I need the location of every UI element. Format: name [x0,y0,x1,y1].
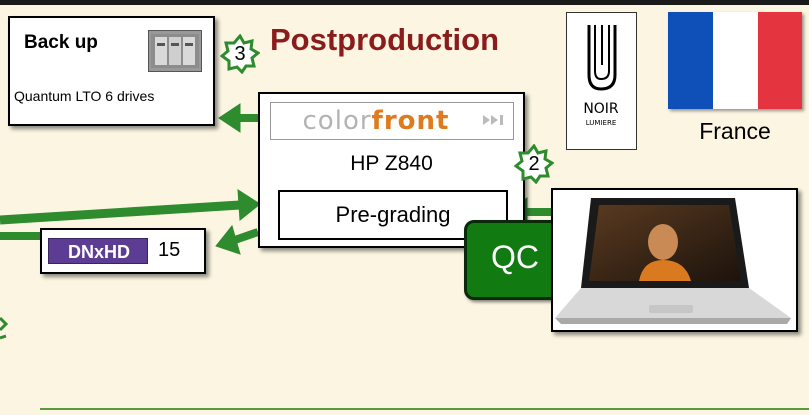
step-number: 3 [234,43,246,65]
colorfront-logo: colorfront [270,102,514,140]
logo-name: NOIR [583,101,619,117]
pre-grading-label: Pre-grading [335,202,451,227]
page-title: Postproduction [270,22,500,57]
star-icon [220,34,260,74]
codec-name: DNxHD [67,242,130,262]
backup-box: Back up Quantum LTO 6 drives [8,16,215,126]
laptop-image [551,188,798,332]
workstation-model: HP Z840 [350,152,433,175]
step-number: 2 [528,153,540,175]
arrow-to-backup-head [218,103,241,133]
qc-badge: QC [464,220,566,300]
top-border [0,0,809,5]
arrow-from-left [0,200,241,225]
dnxhd-logo: DNxHD [48,238,148,264]
colorfront-logo-part1: color [302,106,372,136]
codec-box: DNxHD 15 [40,228,206,274]
qc-label: QC [491,239,539,275]
codec-value: 15 [158,239,181,261]
bottom-divider [40,408,809,410]
arrow-to-codec-head [215,224,241,255]
star-icon [514,144,554,184]
flag-stripe-blue [668,12,713,109]
backup-title: Back up [24,32,98,53]
flag-stripe-red [758,12,802,109]
logo-subname: LUMIERE [586,119,617,127]
france-flag-icon [668,12,802,109]
flag-stripe-white [713,12,758,109]
partial-star-edge [0,316,9,340]
backup-caption: Quantum LTO 6 drives [14,88,155,104]
country-label: France [699,118,771,144]
colorfront-logo-part2: front [371,106,450,136]
tape-drive-image [148,30,202,72]
play-forward-icon [483,115,503,125]
noir-lumiere-logo: NOIR LUMIERE [566,12,637,150]
arrow-from-left-head [237,189,261,221]
